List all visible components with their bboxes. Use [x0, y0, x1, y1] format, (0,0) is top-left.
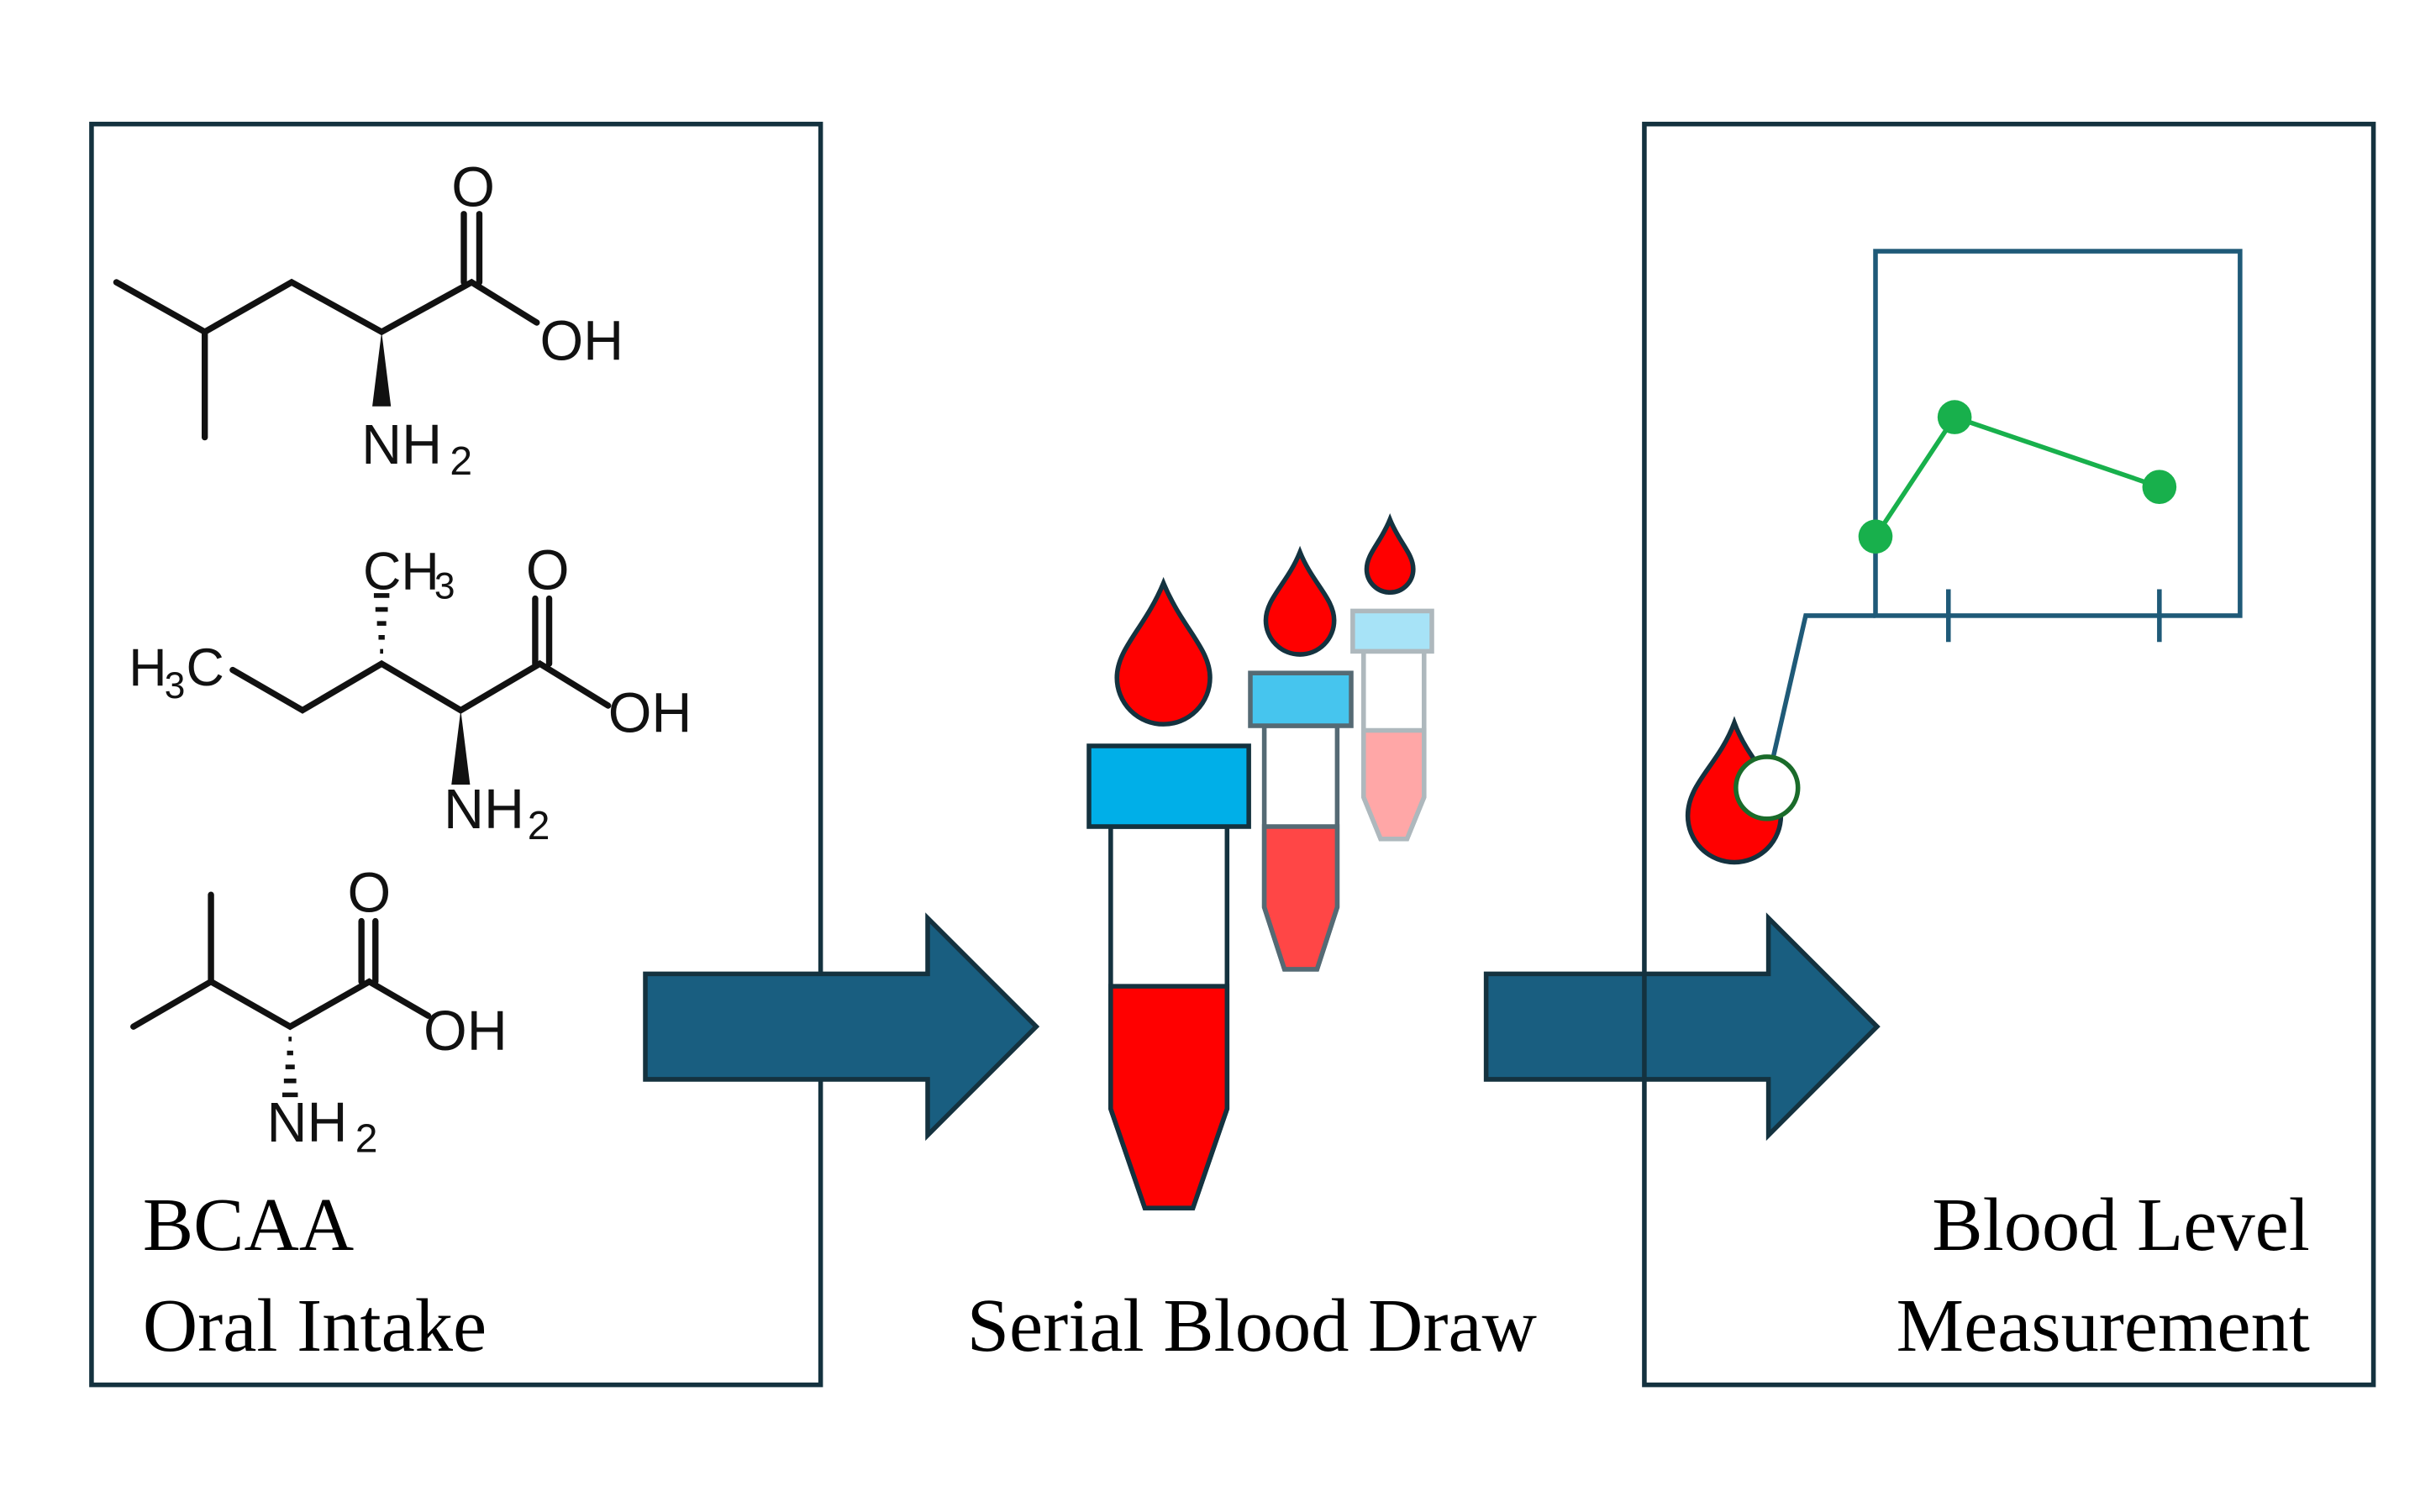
methyl-ch-label: CH: [363, 543, 439, 601]
amine-subscript: 2: [355, 1117, 378, 1162]
arrow-right-icon: [1483, 912, 1881, 1142]
methyl-subscript: 3: [434, 566, 455, 607]
hydroxyl-label: OH: [424, 1000, 508, 1063]
measurement-caption-line1: Blood Level: [1932, 1182, 2310, 1267]
amine-label: NH: [444, 779, 524, 841]
line-graph-icon: [1765, 249, 2243, 785]
amine-subscript: 2: [450, 439, 472, 484]
isoleucine-structure: CH 3 H 3 C O OH NH 2: [129, 540, 692, 848]
measurement-caption-line2: Measurement: [1897, 1283, 2310, 1368]
carbonyl-oxygen-label: O: [526, 540, 570, 602]
oral-intake-caption-line1: BCAA: [143, 1182, 354, 1267]
hydroxyl-label: OH: [539, 310, 623, 372]
amine-subscript: 2: [528, 804, 550, 848]
measurement-panel: Blood Level Measurement: [1642, 121, 2376, 1388]
measurement-frame: [1642, 121, 2376, 1388]
graph-point: [2142, 470, 2177, 504]
serial-blood-draw: Serial Blood Draw: [967, 513, 1537, 1368]
blood-tube-icon: [1350, 608, 1434, 842]
oral-intake-frame: [89, 121, 823, 1388]
graph-point: [1858, 519, 1893, 554]
carbonyl-oxygen-label: O: [451, 157, 495, 219]
graph-point: [1937, 400, 1972, 434]
blood-tube-icon: [1248, 670, 1354, 972]
blood-drop-icon: [1364, 513, 1416, 595]
leucine-structure: O OH NH 2: [113, 157, 623, 484]
oral-intake-caption-line2: Oral Intake: [143, 1283, 487, 1368]
sample-marker: [1733, 754, 1801, 822]
blood-tube-icon: [1086, 743, 1251, 1210]
amine-label: NH: [361, 414, 442, 476]
blood-drop-icon: [1263, 545, 1337, 657]
amine-label: NH: [267, 1092, 348, 1154]
ethyl-h-label: H: [129, 638, 166, 697]
ethyl-c-label: C: [187, 638, 224, 697]
oral-intake-panel: O OH NH 2 CH 3 H 3 C O OH NH: [89, 121, 823, 1388]
arrow-right-icon: [643, 912, 1040, 1142]
serial-blood-draw-caption: Serial Blood Draw: [967, 1283, 1537, 1368]
blood-drop-icon: [1114, 576, 1213, 727]
valine-structure: O OH NH 2: [130, 863, 508, 1162]
hydroxyl-label: OH: [608, 682, 692, 744]
carbonyl-oxygen-label: O: [348, 863, 392, 925]
ethyl-subscript: 3: [165, 665, 186, 706]
